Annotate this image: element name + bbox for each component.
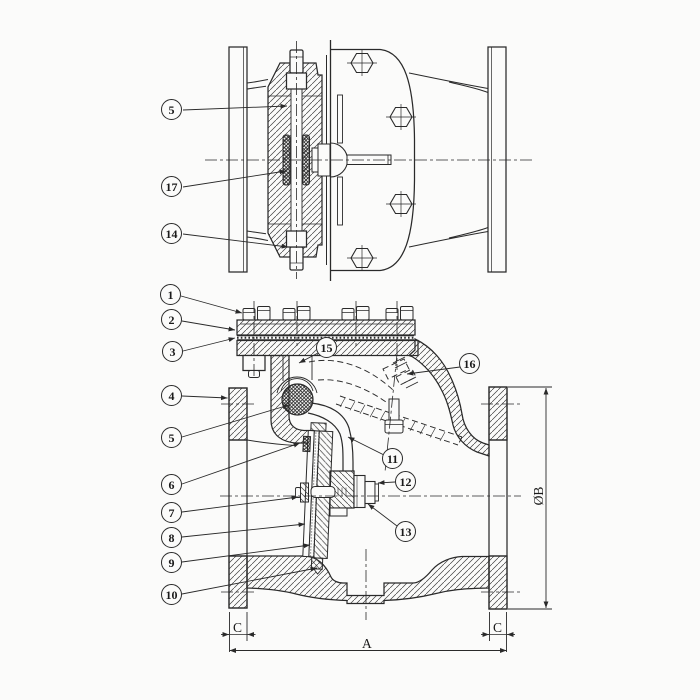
centerlines [205, 41, 535, 620]
balloon-12: 12 [395, 471, 416, 492]
dim-label-A: A [362, 636, 372, 651]
leader-lines [180, 103, 461, 595]
balloon-5-top: 5 [161, 99, 182, 120]
dimension-lines [221, 386, 552, 653]
balloon-4: 4 [161, 385, 182, 406]
balloon-3: 3 [162, 341, 183, 362]
section-view [228, 306, 508, 610]
balloon-10: 10 [161, 584, 182, 605]
balloon-1: 1 [160, 284, 181, 305]
balloon-11: 11 [382, 448, 403, 469]
balloon-17: 17 [161, 176, 182, 197]
balloon-2: 2 [161, 309, 182, 330]
dim-label-OB: ØB [531, 486, 546, 506]
balloon-8: 8 [161, 527, 182, 548]
balloon-14: 14 [161, 223, 182, 244]
balloon-6: 6 [161, 474, 182, 495]
balloon-5: 5 [161, 427, 182, 448]
balloon-13: 13 [395, 521, 416, 542]
dim-label-C-left: C [233, 620, 243, 635]
balloon-7: 7 [161, 502, 182, 523]
balloon-16: 16 [459, 353, 480, 374]
balloon-9: 9 [161, 552, 182, 573]
dim-label-C-right: C [493, 620, 503, 635]
balloon-15: 15 [316, 337, 337, 358]
